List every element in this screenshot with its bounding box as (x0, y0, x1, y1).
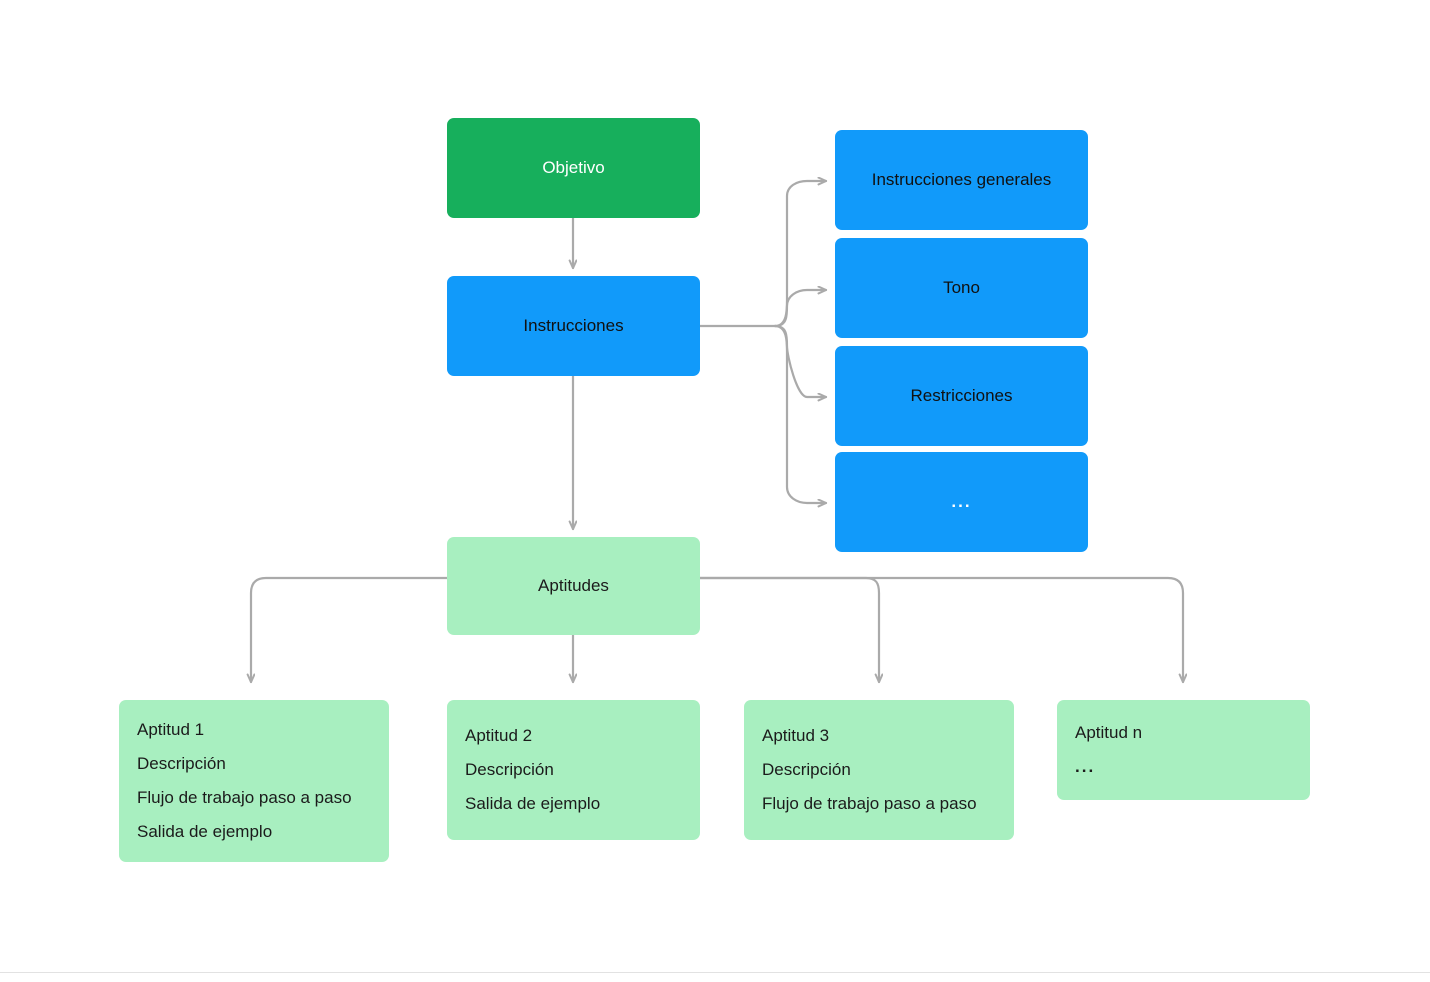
node-tono[interactable]: Tono (835, 238, 1088, 338)
node-restricciones[interactable]: Restricciones (835, 346, 1088, 446)
node-aptitudes[interactable]: Aptitudes (447, 537, 700, 635)
node-aptitudes-label: Aptitudes (538, 575, 609, 595)
node-aptitud-1-line-2: Flujo de trabajo paso a paso (137, 788, 352, 807)
node-aptitud-1[interactable]: Aptitud 1 Descripción Flujo de trabajo p… (119, 700, 389, 862)
node-aptitud-n-ellipsis-icon: ... (1075, 757, 1096, 776)
node-tono-label: Tono (943, 277, 980, 297)
node-aptitud-2-title: Aptitud 2 (465, 726, 533, 745)
node-aptitud-1-title: Aptitud 1 (137, 720, 205, 739)
node-restricciones-label: Restricciones (910, 385, 1013, 405)
node-objetivo-label: Objetivo (542, 157, 605, 177)
node-instrucciones-label: Instrucciones (523, 315, 624, 335)
edge-instrucciones-tono (773, 290, 828, 328)
bottom-divider (0, 972, 1430, 973)
node-aptitud-2-line-2: Salida de ejemplo (465, 794, 601, 813)
node-instrucciones-generales-label: Instrucciones generales (871, 169, 1052, 189)
node-instrucciones-more[interactable]: ... (835, 452, 1088, 552)
edge-aptitudes-aptitudn (698, 576, 1183, 684)
node-instrucciones[interactable]: Instrucciones (447, 276, 700, 376)
node-aptitud-2-line-1: Descripción (465, 760, 554, 779)
node-aptitud-3-line-2: Flujo de trabajo paso a paso (762, 794, 977, 813)
node-aptitud-3-line-1: Descripción (762, 760, 851, 779)
edge-aptitudes-aptitud1 (251, 576, 449, 684)
node-objetivo[interactable]: Objetivo (447, 118, 700, 218)
ellipsis-icon: ... (951, 492, 972, 511)
node-aptitud-n-title: Aptitud n (1075, 723, 1143, 742)
node-aptitud-1-line-1: Descripción (137, 754, 226, 773)
edge-instrucciones-restricciones (773, 324, 828, 397)
node-instrucciones-generales[interactable]: Instrucciones generales (835, 130, 1088, 230)
node-aptitud-3-title: Aptitud 3 (762, 726, 830, 745)
node-aptitud-1-line-3: Salida de ejemplo (137, 822, 273, 841)
edge-instrucciones-ellipsis (773, 324, 828, 503)
node-aptitud-3[interactable]: Aptitud 3 Descripción Flujo de trabajo p… (744, 700, 1014, 840)
edge-instrucciones-generales (773, 181, 828, 328)
node-aptitud-2[interactable]: Aptitud 2 Descripción Salida de ejemplo (447, 700, 700, 840)
node-aptitud-n[interactable]: Aptitud n ... (1057, 700, 1310, 800)
edge-aptitudes-aptitud3 (698, 576, 879, 684)
